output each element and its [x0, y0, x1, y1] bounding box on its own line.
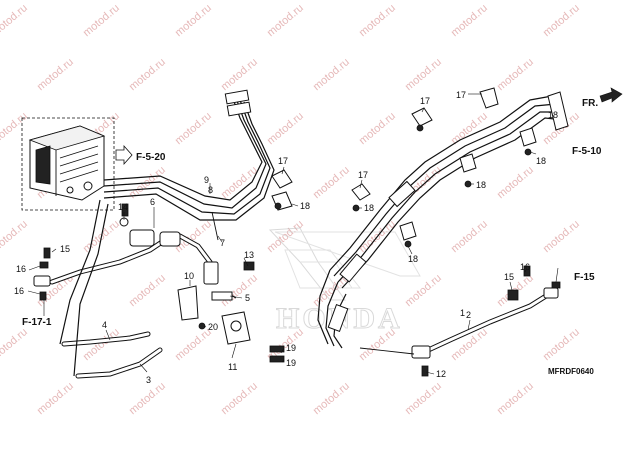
- brake-pipe-bundle: [103, 89, 275, 221]
- callout-17b: 17: [358, 170, 368, 180]
- watermark-text: motod.ru: [35, 56, 76, 93]
- watermark-text: motod.ru: [219, 380, 260, 417]
- watermark-text: motod.ru: [403, 56, 444, 93]
- callout-19b: 19: [286, 358, 296, 368]
- callout-14: 14: [118, 202, 128, 212]
- watermark-text: motod.ru: [357, 2, 398, 39]
- callout-18f: 18: [548, 110, 558, 120]
- callout-18c: 18: [476, 180, 486, 190]
- callout-17c: 17: [420, 96, 430, 106]
- watermark-text: motod.ru: [311, 56, 352, 93]
- watermark-text: motod.ru: [403, 380, 444, 417]
- ref-f171-label: F-17-1: [22, 317, 52, 328]
- watermark-text: motod.ru: [0, 326, 30, 363]
- watermark-text: motod.ru: [311, 380, 352, 417]
- callout-8: 8: [208, 185, 213, 195]
- callout-15a: 15: [60, 244, 70, 254]
- callout-3: 3: [146, 375, 151, 385]
- watermark-text: motod.ru: [35, 380, 76, 417]
- watermark-text: motod.ru: [403, 272, 444, 309]
- watermark-text: motod.ru: [495, 56, 536, 93]
- callout-6: 6: [150, 197, 155, 207]
- watermark-text: motod.ru: [0, 2, 30, 39]
- watermark-text: motod.ru: [219, 56, 260, 93]
- watermark-text: motod.ru: [127, 272, 168, 309]
- callout-20: 20: [208, 322, 218, 332]
- watermark-text: motod.ru: [541, 326, 582, 363]
- watermark-text: motod.ru: [449, 218, 490, 255]
- callout-16c: 16: [520, 262, 530, 272]
- callout-13: 13: [244, 250, 254, 260]
- diagram-code: MFRDF0640: [548, 367, 594, 376]
- watermark-text: motod.ru: [311, 164, 352, 201]
- joint-parts: [39, 203, 561, 377]
- callout-9: 9: [204, 175, 209, 185]
- ref-f520-label: F-5-20: [136, 152, 166, 163]
- callout-18a: 18: [300, 201, 310, 211]
- pipe-clamps: [271, 87, 537, 248]
- rear-brake-hose-2: [359, 287, 559, 359]
- watermark-text: motod.ru: [219, 164, 260, 201]
- watermark-text: motod.ru: [173, 110, 214, 147]
- watermark-text: motod.ru: [127, 380, 168, 417]
- watermark-text: motod.ru: [449, 2, 490, 39]
- callout-labels: F-5-20 F-17-1 F-5-10 F-15 FR. MFRDF0640 …: [14, 90, 602, 385]
- watermark-text: motod.ru: [127, 56, 168, 93]
- watermark-text: motod.ru: [0, 218, 30, 255]
- callout-1: 1: [460, 308, 465, 318]
- rear-brake-pipes: [317, 91, 569, 349]
- callout-5: 5: [245, 293, 250, 303]
- callout-16b: 16: [14, 286, 24, 296]
- callout-10: 10: [184, 271, 194, 281]
- ref-f15-label: F-15: [574, 272, 595, 283]
- watermark-text: motod.ru: [81, 2, 122, 39]
- ref-fr-label: FR.: [582, 98, 598, 109]
- callout-17d: 17: [456, 90, 466, 100]
- watermark-text: motod.ru: [265, 110, 306, 147]
- callout-7: 7: [220, 238, 225, 248]
- ref-arrow-f520: [115, 144, 133, 166]
- callout-4: 4: [102, 320, 107, 330]
- leader-lines: [27, 93, 559, 375]
- watermark-text: motod.ru: [449, 110, 490, 147]
- abs-modulator: [21, 117, 115, 211]
- callout-18e: 18: [408, 254, 418, 264]
- callout-18b: 18: [364, 203, 374, 213]
- callout-16a: 16: [16, 264, 26, 274]
- watermark-text: motod.ru: [357, 110, 398, 147]
- watermark-text: motod.ru: [541, 218, 582, 255]
- ref-f510-label: F-5-10: [572, 146, 602, 157]
- watermark-text: motod.ru: [265, 2, 306, 39]
- callout-2: 2: [466, 310, 471, 320]
- callout-17a: 17: [278, 156, 288, 166]
- front-brake-hose-1: [33, 231, 219, 287]
- watermark-text: motod.ru: [219, 272, 260, 309]
- watermark-text: motod.ru: [495, 164, 536, 201]
- watermark-text: motod.ru: [0, 110, 30, 147]
- callout-12: 12: [436, 369, 446, 379]
- callout-18d: 18: [536, 156, 546, 166]
- callout-15b: 15: [504, 272, 514, 282]
- callout-11: 11: [228, 362, 237, 372]
- watermark-text: motod.ru: [541, 2, 582, 39]
- watermark-text: motod.ru: [495, 380, 536, 417]
- watermark-text: motod.ru: [173, 2, 214, 39]
- front-direction-arrow: [599, 87, 623, 103]
- callout-19a: 19: [286, 343, 296, 353]
